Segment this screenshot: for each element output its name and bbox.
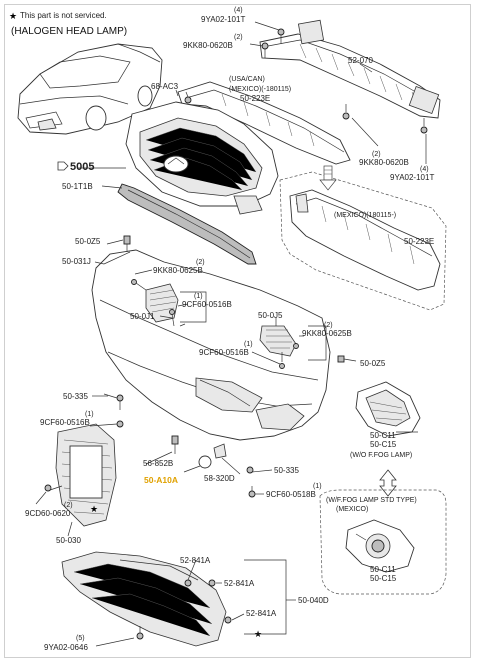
bolt-icon — [248, 490, 256, 498]
label-q-4-top: (4) — [234, 7, 243, 14]
label-58-320d: 58-320D — [204, 474, 235, 483]
label-9ya02-0646: 9YA02-0646 — [44, 643, 88, 652]
car-thumbnail-image — [17, 43, 163, 135]
label-50-0z5-left: 50-0Z5 — [75, 237, 101, 246]
not-serviced-star-icon: ★ — [9, 11, 17, 21]
label-52-841a-low: 52-841A — [246, 609, 277, 618]
clip-icon — [184, 579, 192, 587]
not-serviced-star-icon: ★ — [90, 504, 98, 514]
label-q-2-right: (2) — [372, 151, 381, 158]
label-50-0j5: 50-0J5 — [258, 311, 283, 320]
label-9cf60-0518b: 9CF60-0518B — [266, 490, 316, 499]
label-9cf60-0516b-left: 9CF60-0516B — [40, 418, 90, 427]
label-q-1-left: (1) — [85, 411, 94, 418]
label-50-c15-b: 50-C15 — [370, 574, 397, 583]
label-q-2-right2: (2) — [324, 322, 333, 329]
license-plate-bracket — [55, 423, 117, 527]
assembly-5005: 5005 — [57, 161, 94, 173]
engine-under-cover — [61, 551, 227, 647]
bolt-icon — [261, 28, 428, 134]
bumper-reinforcement-52-070 — [259, 19, 441, 119]
bolt-icon — [44, 484, 52, 492]
label-52-841a-top: 52-841A — [180, 556, 211, 565]
arrow-icon — [319, 165, 337, 191]
fog-lamp-cover-without-fog — [355, 381, 421, 437]
label-50-0j1: 50-0J1 — [130, 312, 155, 321]
label-50-0z5-right: 50-0Z5 — [360, 359, 386, 368]
mexico-absorber-box — [279, 171, 447, 311]
energy-absorber-usa-can — [177, 81, 351, 165]
grille-molding-strip — [117, 183, 257, 265]
clip-icon — [224, 616, 232, 624]
label-9kk80-0625b-left: 9KK80-0625B — [153, 266, 203, 275]
front-grille — [125, 101, 279, 207]
not-serviced-note: This part is not serviced. — [20, 11, 107, 20]
bolt-icon — [116, 394, 124, 402]
clip-50-0z5-right — [337, 355, 357, 363]
label-9kk80-0620b-top: 9KK80-0620B — [183, 41, 233, 50]
label-50-335-right: 50-335 — [274, 466, 299, 475]
label-68-ac3: 68-AC3 — [151, 82, 179, 91]
grille-side-cover — [233, 195, 263, 215]
label-50-040d: 50-040D — [298, 596, 329, 605]
bumper-bracket-right — [259, 325, 299, 369]
label-50-335-left: 50-335 — [63, 392, 88, 401]
fog-lamp-type-box — [319, 489, 447, 595]
label-q-1-right: (1) — [244, 341, 253, 348]
label-q-5: (5) — [76, 635, 85, 642]
label-9ya02-101t-right: 9YA02-101T — [390, 173, 434, 182]
label-50-c11-b: 50-C11 — [370, 565, 396, 574]
label-wf-fog-mexico: (MEXICO) — [336, 506, 368, 513]
label-52-841a-mid: 52-841A — [224, 579, 255, 588]
label-9kk80-0625b-right: 9KK80-0625B — [302, 329, 352, 338]
clip-icon — [184, 96, 192, 104]
arrow-icon — [379, 469, 397, 497]
label-9kk80-0620b-right: 9KK80-0620B — [359, 158, 409, 167]
label-9ya02-101t-top: 9YA02-101T — [201, 15, 245, 24]
clip-56-852b — [171, 435, 179, 454]
label-5005: 5005 — [70, 161, 94, 173]
assembly-arrow-icon — [57, 161, 69, 171]
label-50-1t1b: 50-1T1B — [62, 182, 93, 191]
label-50-031j: 50-031J — [62, 257, 91, 266]
label-50-c11-a: 50-C11 — [370, 431, 396, 440]
label-usa-can: (USA/CAN) — [229, 76, 265, 83]
label-56-852b: 56-852B — [143, 459, 173, 468]
label-50-030: 50-030 — [56, 536, 81, 545]
bolt-icon — [116, 420, 124, 428]
label-wf-fog: (W/F.FOG LAMP STD TYPE) — [326, 497, 417, 504]
label-q-2-top: (2) — [234, 34, 243, 41]
label-wo-fog: (W/O F.FOG LAMP) — [350, 452, 412, 459]
label-mexico-180115: (MEXICO)(-180115) — [229, 86, 291, 93]
label-mexico-180115-b: (MEXICO)(180115-) — [334, 212, 396, 219]
label-9cd60-0620: 9CD60-0620 — [25, 509, 71, 518]
label-q-2-mid: (2) — [196, 259, 205, 266]
label-50-223e-top: 50-223E — [240, 94, 270, 103]
label-q-2-lower: (2) — [64, 502, 73, 509]
label-q-1-lower: (1) — [313, 483, 322, 490]
label-q-1-mid: (1) — [194, 293, 203, 300]
label-50-223e-bottom: 50-223E — [404, 237, 434, 246]
diagram-title: (HALOGEN HEAD LAMP) — [11, 26, 127, 37]
label-q-4-right: (4) — [420, 166, 429, 173]
callout-labels: (4) 9YA02-101T (2) 9KK80-0620B 52-070 68… — [25, 7, 434, 652]
tow-hook-cover — [198, 455, 212, 469]
label-9cf60-0516b-right: 9CF60-0516B — [199, 348, 249, 357]
bolt-icon — [246, 466, 254, 474]
clip-icon — [208, 579, 216, 587]
diagram-frame — [4, 4, 471, 658]
label-50-a10a: 50-A10A — [144, 475, 178, 485]
clip-58-320d — [213, 443, 227, 459]
label-9cf60-0516b-mid: 9CF60-0516B — [182, 300, 232, 309]
bumper-bracket-left — [131, 279, 179, 327]
bolt-icon — [136, 632, 144, 640]
clip-50-0z5 — [123, 235, 131, 252]
label-52-070: 52-070 — [348, 56, 373, 65]
label-50-c15-a: 50-C15 — [370, 440, 397, 449]
